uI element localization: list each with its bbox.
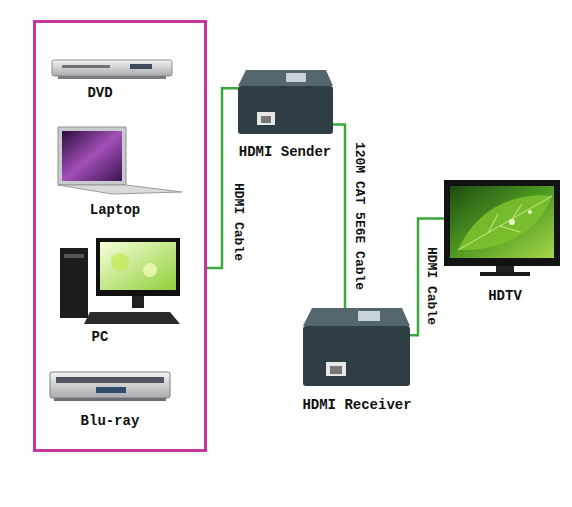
rj45-socket	[261, 116, 271, 123]
laptop-base	[58, 185, 182, 194]
receiver-device	[303, 308, 410, 386]
sender-device	[238, 70, 333, 134]
disc-slot	[62, 65, 110, 68]
cable-label: HDMI Cable	[231, 183, 246, 261]
dvd-player	[52, 60, 172, 79]
cable-label: 120M CAT 5E6E Cable	[352, 142, 367, 290]
device-label: Laptop	[90, 202, 140, 218]
tv-stand	[496, 266, 514, 273]
cable-line	[410, 218, 444, 335]
laptop-screen	[62, 131, 122, 181]
device-label: HDTV	[488, 288, 522, 304]
laptop	[58, 127, 182, 194]
dvd-display	[130, 64, 152, 69]
device-label: HDMI Sender	[239, 144, 331, 160]
device-label: Blu-ray	[81, 413, 140, 429]
rj45-socket	[330, 366, 342, 374]
dvd-base	[58, 76, 166, 79]
bluray-tray	[56, 377, 164, 383]
cable-line	[333, 125, 345, 308]
pc-monitor	[96, 238, 180, 296]
dvd-body	[52, 60, 172, 76]
screen-flower	[143, 263, 157, 277]
sender-box: HDMI Sender	[238, 70, 333, 135]
leaf-vein	[458, 196, 552, 250]
keyboard	[84, 312, 180, 324]
sender-top	[238, 70, 333, 86]
receiver-box: HDMI Receiver	[303, 308, 410, 386]
cable-label: HDMI Cable	[424, 247, 439, 325]
pc-screen	[100, 242, 176, 290]
device-label: HDMI Receiver	[302, 397, 411, 413]
tv-base	[480, 272, 530, 276]
tv-screen	[450, 186, 554, 258]
bluray-player	[50, 372, 170, 401]
receiver-logo	[358, 311, 380, 321]
bluray-body	[50, 372, 170, 398]
bluray-base	[54, 398, 166, 401]
leaf	[458, 195, 552, 250]
pc-drive	[64, 254, 84, 258]
water-drop	[528, 210, 532, 214]
source-group: DVD LaptopPC Blu-ray	[33, 20, 207, 452]
rj45-port	[326, 362, 346, 376]
pc-tower	[60, 248, 88, 318]
device-label: PC	[92, 329, 109, 345]
receiver-front	[303, 326, 410, 386]
device-label: DVD	[87, 85, 112, 101]
bluray-display	[96, 387, 126, 393]
receiver-top	[303, 308, 410, 326]
desktop-pc	[60, 238, 180, 324]
sender-logo	[286, 73, 306, 82]
display-box: HDTV	[444, 180, 560, 276]
monitor-stand	[132, 296, 144, 308]
hdtv-monitor	[444, 180, 560, 276]
laptop-lid	[58, 127, 126, 185]
rj45-port	[257, 112, 275, 125]
sender-front	[238, 86, 333, 134]
water-drop	[509, 219, 515, 225]
screen-flower	[111, 253, 129, 271]
tv-frame	[444, 180, 560, 266]
